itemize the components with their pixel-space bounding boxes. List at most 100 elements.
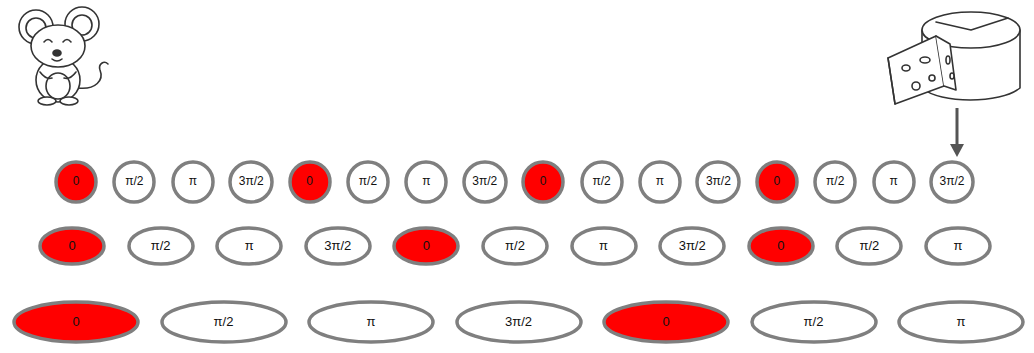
phase-ellipse: 3π/2 [304, 226, 372, 266]
phase-ellipse: 3π/2 [695, 160, 741, 204]
phase-label: 0 [662, 315, 669, 329]
phase-ellipse: 3π/2 [228, 160, 274, 204]
phase-label: 0 [773, 175, 780, 188]
phase-label: π/2 [505, 239, 525, 253]
ellipse-shape [837, 228, 901, 264]
phase-ellipse: 3π/2 [462, 160, 508, 204]
phase-label: 0 [777, 239, 784, 253]
ellipse-shape [309, 302, 433, 342]
phase-ellipse: π/2 [580, 160, 624, 204]
ellipse-shape [572, 228, 636, 264]
phase-label: π/2 [826, 175, 844, 188]
phase-label: 0 [73, 175, 80, 188]
ellipse-shape [697, 162, 739, 202]
phase-label: π/2 [125, 175, 143, 188]
phase-label: π [656, 175, 664, 188]
phase-ellipse: π/2 [127, 226, 195, 266]
ellipse-shape [406, 162, 446, 202]
phase-label: 3π/2 [940, 175, 965, 188]
phase-ellipse: 0 [288, 160, 332, 204]
phase-ellipse: π/2 [346, 160, 390, 204]
phase-ellipse: π [872, 160, 916, 204]
phase-ellipse: π/2 [481, 226, 549, 266]
phase-label: π [954, 239, 963, 253]
phase-label: π [367, 315, 376, 329]
ellipse-shape [306, 228, 370, 264]
ellipse-shape [874, 162, 914, 202]
cheese-drawing [888, 12, 1020, 104]
ellipse-shape [604, 302, 728, 342]
phase-ellipse: π/2 [835, 226, 903, 266]
phase-ellipse: π/2 [750, 300, 878, 344]
phase-label: π [189, 175, 197, 188]
phase-ellipse: π [897, 300, 1025, 344]
ellipse-shape [483, 228, 547, 264]
arrow-shaft [956, 108, 959, 146]
phase-label: π [245, 239, 254, 253]
ellipse-shape [749, 228, 813, 264]
ellipse-shape [173, 162, 213, 202]
phase-label: π [422, 175, 430, 188]
phase-ellipse: 0 [12, 300, 140, 344]
phase-label: π/2 [804, 315, 824, 329]
arrow-head [950, 144, 964, 157]
phase-ellipse: π [570, 226, 638, 266]
phase-ellipse: π [171, 160, 215, 204]
phase-ellipse: π [924, 226, 992, 266]
ellipse-shape [523, 162, 563, 202]
phase-label: 0 [423, 239, 430, 253]
phase-label: 3π/2 [324, 239, 351, 253]
phase-label: π [599, 239, 608, 253]
phase-label: π/2 [592, 175, 610, 188]
phase-label: 3π/2 [239, 175, 264, 188]
phase-label: 3π/2 [505, 315, 532, 329]
phase-label: π [889, 175, 897, 188]
ellipse-shape [394, 228, 458, 264]
ellipse-shape [464, 162, 506, 202]
ellipse-shape [660, 228, 724, 264]
phase-ellipse: 3π/2 [455, 300, 583, 344]
ellipse-shape [757, 162, 797, 202]
ellipse-shape [56, 162, 96, 202]
ellipse-shape [582, 162, 622, 202]
ellipse-shape [114, 162, 154, 202]
phase-ellipse: 0 [602, 300, 730, 344]
ellipse-shape [457, 302, 581, 342]
phase-label: π [957, 315, 966, 329]
phase-label: 0 [306, 175, 313, 188]
phase-ellipse: 0 [54, 160, 98, 204]
ellipse-shape [230, 162, 272, 202]
phase-ellipse: π [404, 160, 448, 204]
down-arrow [950, 108, 964, 157]
ellipse-shape [640, 162, 680, 202]
ellipse-shape [290, 162, 330, 202]
phase-ellipse: π [215, 226, 283, 266]
phase-ellipse: 0 [747, 226, 815, 266]
phase-ellipse: 0 [755, 160, 799, 204]
ellipse-shape [217, 228, 281, 264]
ellipse-shape [926, 228, 990, 264]
ellipse-shape [931, 162, 973, 202]
ellipse-shape [899, 302, 1023, 342]
ellipse-shape [815, 162, 855, 202]
phase-ellipse: π [638, 160, 682, 204]
phase-label: π/2 [151, 239, 171, 253]
ellipse-shape [129, 228, 193, 264]
phase-label: 3π/2 [679, 239, 706, 253]
mouse-drawing [19, 7, 108, 105]
phase-label: 3π/2 [706, 175, 731, 188]
ellipse-shape [348, 162, 388, 202]
phase-label: π/2 [214, 315, 234, 329]
ellipse-shape [40, 228, 104, 264]
phase-label: π/2 [859, 239, 879, 253]
ellipse-shape [14, 302, 138, 342]
phase-ellipse: π/2 [112, 160, 156, 204]
phase-ellipse: π/2 [813, 160, 857, 204]
ellipse-shape [752, 302, 876, 342]
phase-label: 0 [540, 175, 547, 188]
phase-ellipse: 3π/2 [929, 160, 975, 204]
ellipse-shape [162, 302, 286, 342]
phase-ellipse: π [307, 300, 435, 344]
phase-label: 0 [68, 239, 75, 253]
